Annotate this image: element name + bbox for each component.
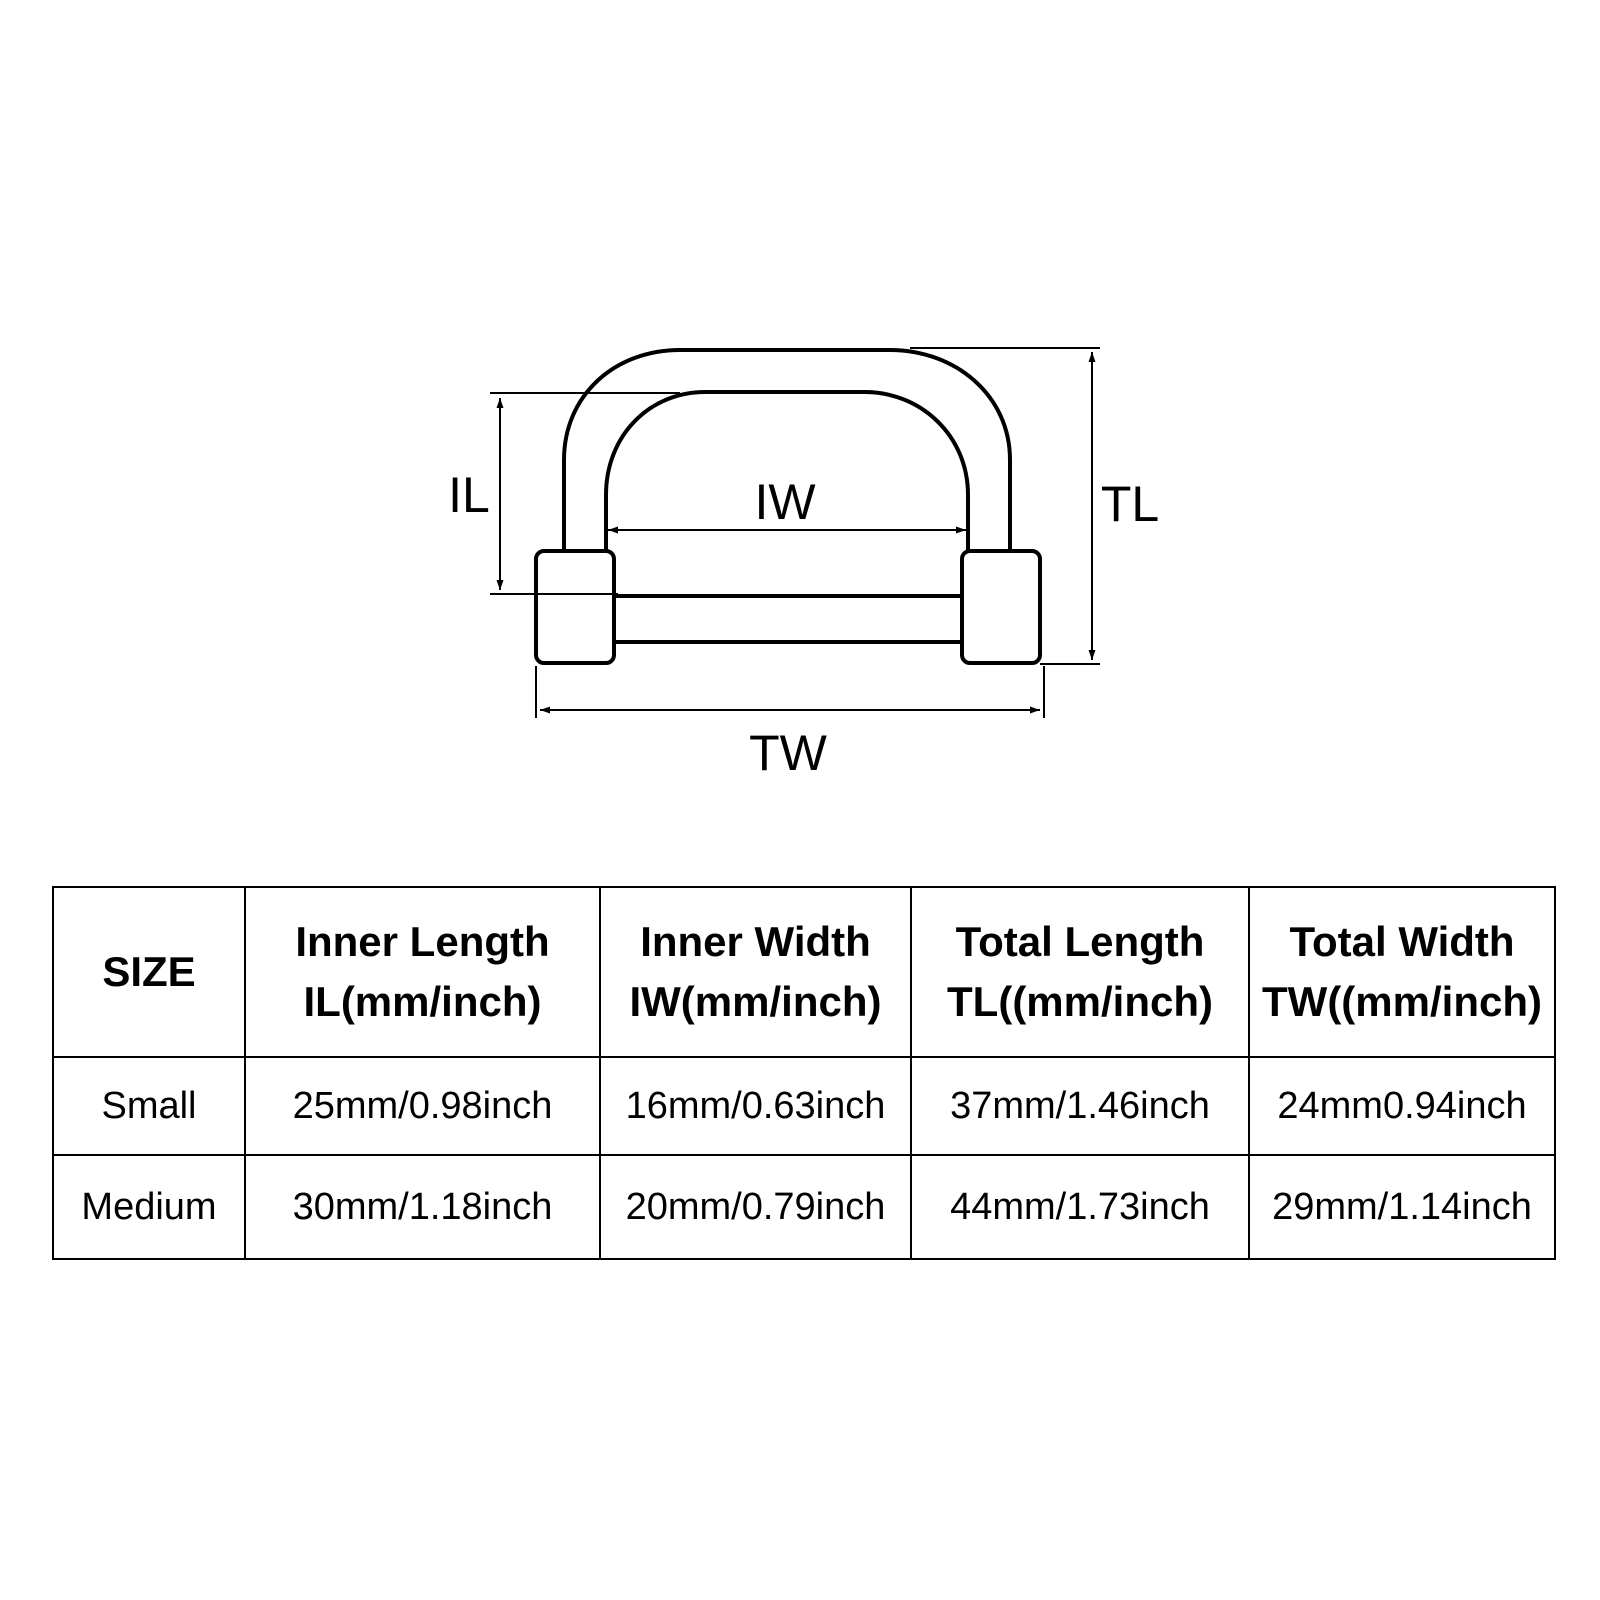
label-tw: TW bbox=[749, 725, 828, 781]
cell-total-width: 24mm0.94inch bbox=[1248, 1056, 1556, 1156]
label-il: IL bbox=[448, 467, 490, 523]
header-total-width: Total Width TW((mm/inch) bbox=[1248, 886, 1556, 1058]
cell-size: Small bbox=[52, 1056, 246, 1156]
d-ring-right-block bbox=[960, 549, 1042, 665]
d-ring-left-block bbox=[534, 549, 616, 665]
cell-total-width: 29mm/1.14inch bbox=[1248, 1154, 1556, 1260]
header-inner-length-line2: IL(mm/inch) bbox=[303, 978, 542, 1025]
header-total-length: Total Length TL((mm/inch) bbox=[910, 886, 1250, 1058]
table-row: Medium 30mm/1.18inch 20mm/0.79inch 44mm/… bbox=[52, 1154, 1556, 1260]
d-ring-outer-arc bbox=[562, 348, 1012, 552]
label-iw: IW bbox=[754, 474, 816, 530]
d-ring-inner-arc bbox=[604, 390, 970, 552]
header-total-length-line1: Total Length bbox=[955, 918, 1205, 965]
header-inner-width-line1: Inner Width bbox=[640, 918, 871, 965]
header-inner-width: Inner Width IW(mm/inch) bbox=[599, 886, 912, 1058]
cell-total-length: 37mm/1.46inch bbox=[910, 1056, 1250, 1156]
d-ring-diagram: IL IW TL TW bbox=[448, 347, 1159, 781]
header-total-length-line2: TL((mm/inch) bbox=[947, 978, 1213, 1025]
label-tl: TL bbox=[1101, 476, 1159, 532]
cell-size: Medium bbox=[52, 1154, 246, 1260]
header-size-line1: SIZE bbox=[102, 948, 196, 995]
header-inner-width-line2: IW(mm/inch) bbox=[629, 978, 882, 1025]
table-header-row: SIZE Inner Length IL(mm/inch) Inner Widt… bbox=[52, 886, 1556, 1058]
cell-inner-length: 30mm/1.18inch bbox=[244, 1154, 601, 1260]
header-total-width-line1: Total Width bbox=[1289, 918, 1515, 965]
size-table: SIZE Inner Length IL(mm/inch) Inner Widt… bbox=[52, 886, 1556, 1260]
cell-inner-length: 25mm/0.98inch bbox=[244, 1056, 601, 1156]
header-inner-length-line1: Inner Length bbox=[295, 918, 550, 965]
cell-total-length: 44mm/1.73inch bbox=[910, 1154, 1250, 1260]
header-size: SIZE bbox=[52, 886, 246, 1058]
dimension-lines bbox=[490, 347, 1100, 718]
table-row: Small 25mm/0.98inch 16mm/0.63inch 37mm/1… bbox=[52, 1056, 1556, 1156]
cell-inner-width: 20mm/0.79inch bbox=[599, 1154, 912, 1260]
d-ring-shape bbox=[534, 348, 1042, 665]
cell-inner-width: 16mm/0.63inch bbox=[599, 1056, 912, 1156]
header-total-width-line2: TW((mm/inch) bbox=[1262, 978, 1542, 1025]
header-inner-length: Inner Length IL(mm/inch) bbox=[244, 886, 601, 1058]
